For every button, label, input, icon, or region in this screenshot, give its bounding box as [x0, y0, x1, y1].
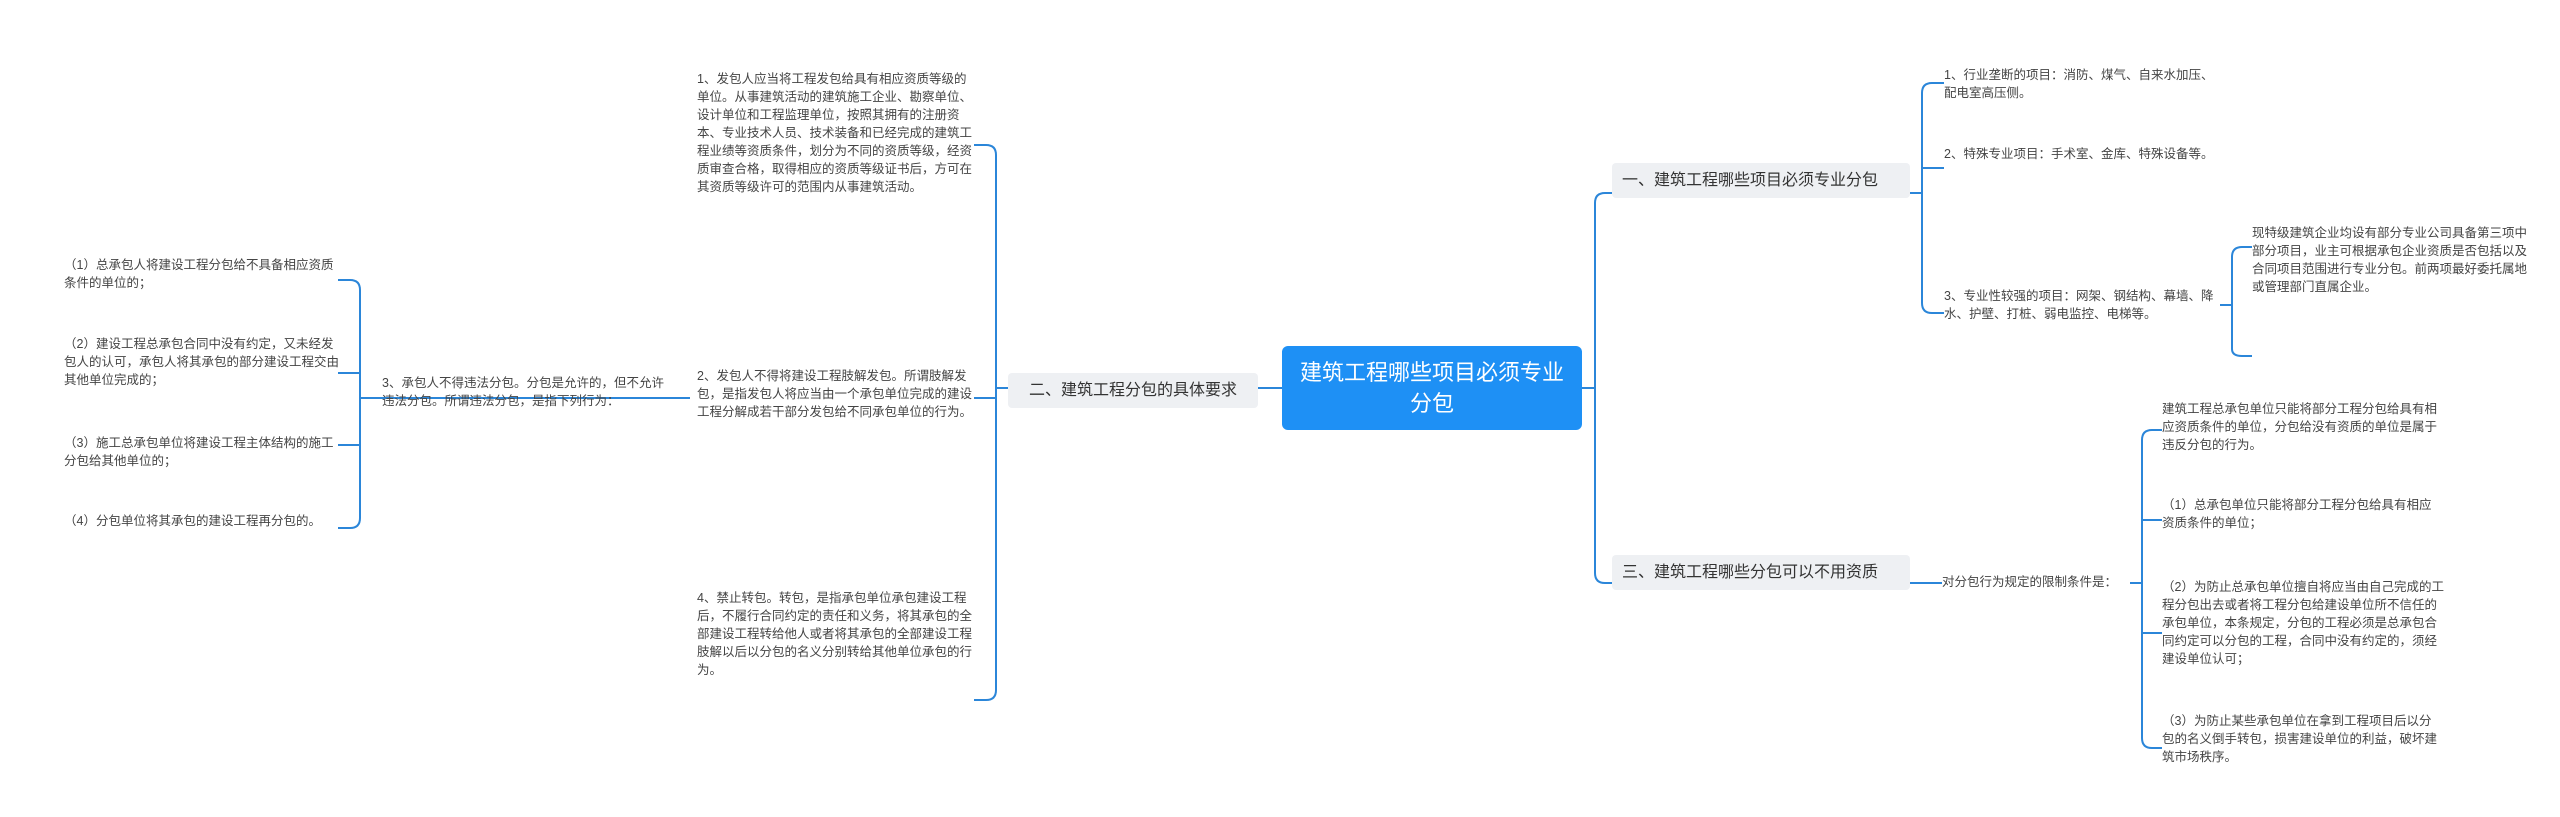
b3-item: 对分包行为规定的限制条件是：: [1942, 575, 2118, 589]
root-topic-label: 建筑工程哪些项目必须专业分包: [1299, 360, 1564, 416]
b2-item-3-sub-3: （3）施工总承包单位将建设工程主体结构的施工分包给其他单位的；: [64, 436, 334, 468]
b2-item-1: 1、发包人应当将工程发包给具有相应资质等级的单位。从事建筑活动的建筑施工企业、勘…: [697, 72, 973, 194]
branch-no-qualification-subcontract[interactable]: 三、建筑工程哪些分包可以不用资质: [1612, 555, 1910, 590]
branch-mandatory-subcontract[interactable]: 一、建筑工程哪些项目必须专业分包: [1612, 163, 1910, 198]
root-topic[interactable]: 建筑工程哪些项目必须专业分包: [1282, 346, 1582, 430]
branch-label: 一、建筑工程哪些项目必须专业分包: [1622, 172, 1879, 189]
b2-item-2: 2、发包人不得将建设工程肢解发包。所谓肢解发包，是指发包人将应当由一个承包单位完…: [697, 369, 973, 419]
b2-item-4: 4、禁止转包。转包，是指承包单位承包建设工程后，不履行合同约定的责任和义务，将其…: [697, 591, 973, 677]
b3-sub-3: （2）为防止总承包单位擅自将应当由自己完成的工程分包出去或者将工程分包给建设单位…: [2162, 580, 2444, 666]
b1-item-3-note: 现特级建筑企业均设有部分专业公司具备第三项中部分项目，业主可根据承包企业资质是否…: [2252, 226, 2528, 294]
branch-label: 二、建筑工程分包的具体要求: [1028, 382, 1237, 399]
b2-item-3-sub-1: （1）总承包人将建设工程分包给不具备相应资质条件的单位的；: [64, 258, 334, 290]
b3-sub-4: （3）为防止某些承包单位在拿到工程项目后以分包的名义倒手转包，损害建设单位的利益…: [2162, 714, 2438, 764]
b1-item-3: 3、专业性较强的项目：网架、钢结构、幕墙、降水、护壁、打桩、弱电监控、电梯等。: [1944, 289, 2214, 321]
b3-sub-1: 建筑工程总承包单位只能将部分工程分包给具有相应资质条件的单位，分包给没有资质的单…: [2162, 402, 2438, 452]
b2-item-3: 3、承包人不得违法分包。分包是允许的，但不允许违法分包。所谓违法分包，是指下列行…: [382, 376, 664, 408]
b1-item-2: 2、特殊专业项目：手术室、金库、特殊设备等。: [1944, 147, 2214, 161]
branch-subcontract-requirements[interactable]: 二、建筑工程分包的具体要求: [1008, 373, 1258, 408]
b1-item-1: 1、行业垄断的项目：消防、煤气、自来水加压、配电室高压侧。: [1944, 68, 2214, 100]
b2-item-3-sub-4: （4）分包单位将其承包的建设工程再分包的。: [64, 514, 321, 528]
b2-item-3-sub-2: （2）建设工程总承包合同中没有约定，又未经发包人的认可，承包人将其承包的部分建设…: [64, 337, 340, 387]
b3-sub-2: （1）总承包单位只能将部分工程分包给具有相应资质条件的单位；: [2162, 498, 2432, 530]
branch-label: 三、建筑工程哪些分包可以不用资质: [1622, 564, 1879, 581]
